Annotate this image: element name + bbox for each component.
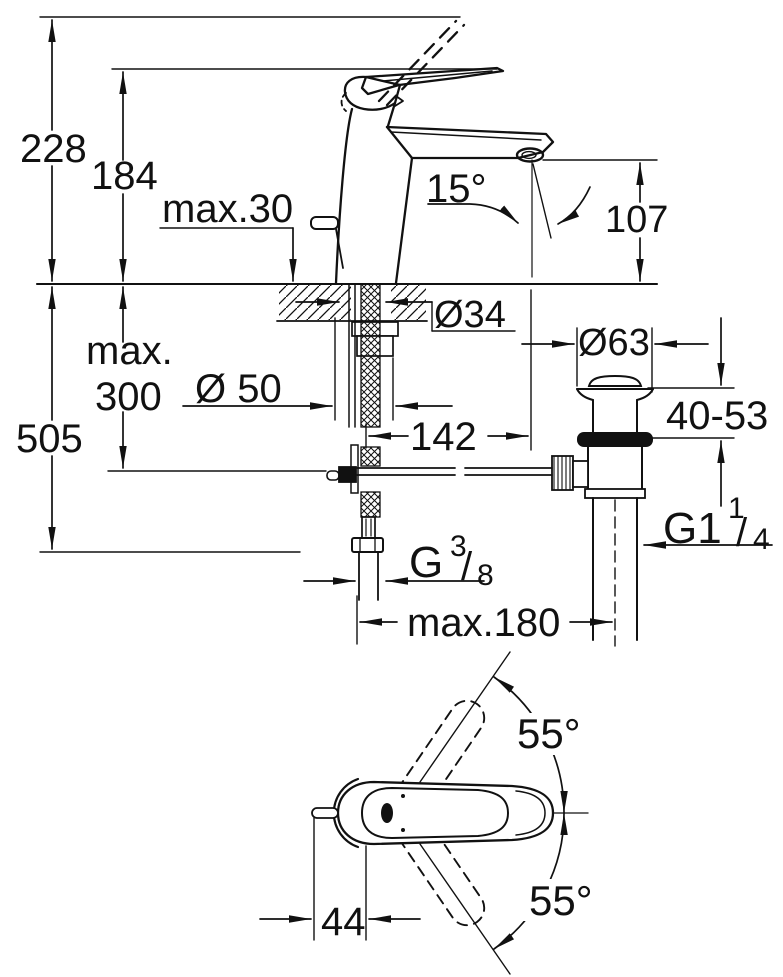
dim-max-deck: max.30 <box>162 187 293 231</box>
pop-up-rod <box>326 466 553 483</box>
side-view: 228 184 max.30 15° 107 Ø34 max. 300 Ø 50… <box>16 16 773 647</box>
threaded-shank <box>360 283 381 428</box>
waste-thread-denominator: 4 <box>753 523 770 556</box>
waste-thread-base: G1 <box>663 504 722 553</box>
waste-thread-slash: / <box>736 511 748 555</box>
waste-plug <box>587 374 643 387</box>
dim-hose-length-2: 300 <box>95 375 162 419</box>
dim-swivel-upper: 55° <box>517 710 581 757</box>
dim-spout-height: 107 <box>605 199 668 241</box>
waste-gasket <box>577 432 653 447</box>
dim-lever-height: 184 <box>91 154 158 198</box>
dim-base-diameter: Ø 50 <box>195 367 282 411</box>
countertop-section <box>279 285 426 320</box>
angle-arc <box>557 186 591 225</box>
waste-thread-numerator: 1 <box>728 492 745 525</box>
supply-thread-numerator: 3 <box>450 530 467 563</box>
side-view-labels: 228 184 max.30 15° 107 Ø34 max. 300 Ø 50… <box>16 127 770 645</box>
dim-overall-depth: 505 <box>16 417 83 461</box>
supply-thread-base: G <box>409 538 443 587</box>
lever-slot <box>381 803 393 823</box>
rod-offset-dimension <box>259 817 421 941</box>
waste-coupling <box>584 488 646 499</box>
lever-knuckle <box>343 75 402 111</box>
hose-ferrule <box>361 516 376 539</box>
spray-angle-line <box>532 163 552 239</box>
supply-thread-slash: / <box>461 545 473 589</box>
dim-rod-offset: 44 <box>321 900 366 944</box>
dimension-arrows <box>48 19 773 626</box>
supply-thread-denominator: 8 <box>477 559 494 592</box>
hose-nut <box>351 537 384 553</box>
top-view-labels: 55° 55° 44 <box>321 710 593 944</box>
dim-supply-thread: G 3 / 8 <box>409 530 494 592</box>
dim-hose-length-1: max. <box>86 329 173 373</box>
dim-swivel-lower: 55° <box>529 877 593 924</box>
waste-assembly <box>551 374 654 641</box>
raised-lever-dash <box>377 19 458 103</box>
dim-mounting-range: 40-53 <box>666 394 768 438</box>
dim-hole-diameter: Ø34 <box>434 294 506 336</box>
top-view: 55° 55° 44 <box>259 651 607 975</box>
extension-lines <box>35 16 735 647</box>
dim-max-rod-distance: max.180 <box>407 601 560 645</box>
angle-leader <box>427 203 519 224</box>
rod-tip <box>326 470 340 481</box>
dim-spout-projection: 142 <box>410 415 477 459</box>
rod-clamp <box>338 466 357 483</box>
lever-handle <box>360 66 505 96</box>
dim-waste-thread: G1 1 / 4 <box>663 492 770 556</box>
faucet-body <box>310 19 555 285</box>
raised-lever-dash <box>385 23 466 107</box>
dim-flange-diameter: Ø63 <box>578 322 650 364</box>
aerator <box>515 147 545 163</box>
waste-knurled-knob <box>551 455 574 491</box>
dim-overall-height: 228 <box>20 127 87 171</box>
dim-spout-angle: 15° <box>426 167 487 211</box>
rod-tip-top-view <box>311 807 339 819</box>
body-left-edge <box>334 107 354 285</box>
pop-up-knob <box>310 216 339 230</box>
swivel-lines <box>419 651 511 975</box>
supply-hose-assembly <box>348 283 399 601</box>
